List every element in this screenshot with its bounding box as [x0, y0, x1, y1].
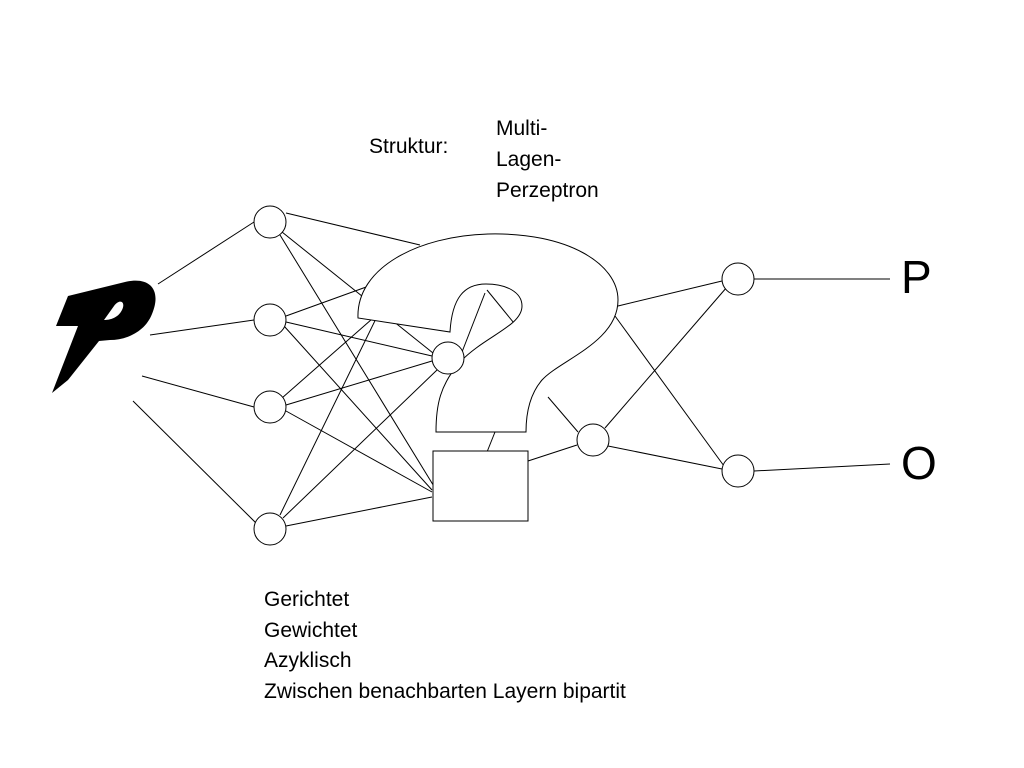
hidden-connection	[279, 289, 391, 516]
input-connection	[132, 400, 257, 524]
property-item: Gewichtet	[264, 618, 358, 642]
input-connections	[132, 221, 257, 524]
hidden-connection	[285, 496, 433, 527]
input-neuron	[253, 390, 287, 424]
hidden-connection	[285, 281, 381, 317]
input-connection	[149, 319, 255, 336]
property-item: Zwischen benachbarten Layern bipartit	[264, 679, 626, 703]
hidden-connection	[281, 311, 381, 399]
hidden-connection	[486, 289, 519, 329]
output-neuron	[721, 262, 755, 296]
hidden-connection	[279, 234, 436, 489]
hidden-connection	[486, 431, 496, 453]
hidden-box-node	[432, 450, 529, 522]
input-neuron	[253, 303, 287, 337]
output-connection	[604, 286, 728, 429]
structure-value-line: Multi-	[496, 117, 548, 140]
hidden-connection	[285, 410, 433, 493]
hidden-connection	[285, 212, 421, 246]
structure-value-line: Lagen-	[496, 148, 562, 171]
input-connection	[157, 221, 255, 285]
hidden-connections	[279, 212, 579, 527]
property-list: Gerichtet Gewichtet Azyklisch Zwischen b…	[264, 585, 626, 707]
input-p-logo	[52, 280, 156, 393]
output-neuron	[721, 454, 755, 488]
hidden-connection	[285, 321, 433, 357]
hidden-neuron	[431, 341, 465, 375]
structure-label: Struktur:	[369, 135, 449, 158]
output-connection	[753, 463, 891, 472]
structure-value: Multi- Lagen- Perzeptron	[496, 113, 599, 206]
hidden-connection	[281, 231, 434, 354]
output-label-o: O	[901, 437, 937, 489]
hidden-connection	[285, 360, 433, 406]
hidden-connection	[527, 444, 578, 462]
hidden-connection	[547, 396, 579, 433]
output-connection	[607, 445, 723, 470]
hidden-connection	[282, 369, 438, 519]
output-connection	[614, 315, 725, 467]
input-neuron	[253, 205, 287, 239]
structure-value-line: Perzeptron	[496, 179, 599, 202]
output-connections	[604, 278, 891, 472]
input-connection	[141, 375, 255, 408]
hidden-connection	[461, 292, 486, 353]
output-label-p: P	[901, 251, 932, 303]
hidden-connection	[283, 325, 433, 491]
question-mark-icon	[357, 233, 619, 433]
property-item: Gerichtet	[264, 588, 350, 611]
hidden-neuron	[576, 423, 610, 457]
property-item: Azyklisch	[264, 649, 352, 672]
input-neuron	[253, 512, 287, 546]
output-connection	[617, 280, 723, 307]
